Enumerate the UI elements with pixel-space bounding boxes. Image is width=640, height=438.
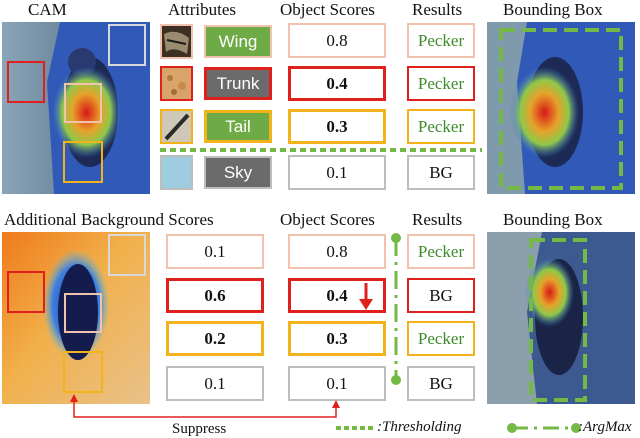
wing-thumbnail (160, 24, 193, 59)
cam-image (2, 22, 150, 194)
suppress-label: Suppress (172, 421, 227, 437)
attr-wing-label: Wing (204, 25, 272, 58)
attributes-header: Attributes (168, 0, 236, 19)
top-result-4: BG (407, 155, 475, 190)
bottom-object-scores-header: Object Scores (280, 210, 375, 229)
attr-trunk-label: Trunk (204, 67, 272, 100)
thresholding-legend-label: :Thresholding (377, 419, 462, 435)
argmax-legend-label: :ArgMax (578, 419, 632, 435)
bottom-result-4: BG (407, 366, 475, 401)
bottom-bounding-box-image (487, 232, 635, 404)
suppress-connector (70, 394, 340, 418)
bottom-result-1: Pecker (407, 234, 475, 269)
top-result-2: Pecker (407, 66, 475, 101)
results-header: Results (412, 0, 463, 19)
background-cam-image (2, 232, 150, 404)
additional-background-scores-header: Additional Background Scores (4, 210, 214, 229)
sky-thumbnail (160, 155, 193, 190)
background-score-2: 0.6 (166, 278, 264, 313)
background-score-1: 0.1 (166, 234, 264, 269)
bottom-result-3: Pecker (407, 321, 475, 356)
trunk-thumbnail (160, 66, 193, 101)
bottom-bounding-box-header: Bounding Box (503, 210, 603, 229)
bottom-object-score-3: 0.3 (288, 321, 386, 356)
tail-thumbnail (160, 109, 193, 144)
background-score-4: 0.1 (166, 366, 264, 401)
bottom-result-2: BG (407, 278, 475, 313)
top-object-score-2: 0.4 (288, 66, 386, 101)
top-object-score-3: 0.3 (288, 109, 386, 144)
attr-sky-label: Sky (204, 156, 272, 189)
background-score-3: 0.2 (166, 321, 264, 356)
bottom-object-score-4: 0.1 (288, 366, 386, 401)
object-scores-header: Object Scores (280, 0, 375, 19)
top-result-3: Pecker (407, 109, 475, 144)
bounding-box-header: Bounding Box (503, 0, 603, 19)
argmax-line (391, 233, 401, 385)
top-bounding-box-image (487, 22, 635, 194)
top-object-score-4: 0.1 (288, 155, 386, 190)
argmax-legend-swatch (507, 423, 581, 433)
cam-header: CAM (28, 0, 67, 19)
decrease-arrow (359, 283, 373, 310)
attr-tail-label: Tail (204, 110, 272, 143)
top-object-score-1: 0.8 (288, 23, 386, 58)
bottom-object-score-2: 0.4 (288, 278, 386, 313)
bottom-object-score-1: 0.8 (288, 234, 386, 269)
top-result-1: Pecker (407, 23, 475, 58)
bottom-results-header: Results (412, 210, 463, 229)
